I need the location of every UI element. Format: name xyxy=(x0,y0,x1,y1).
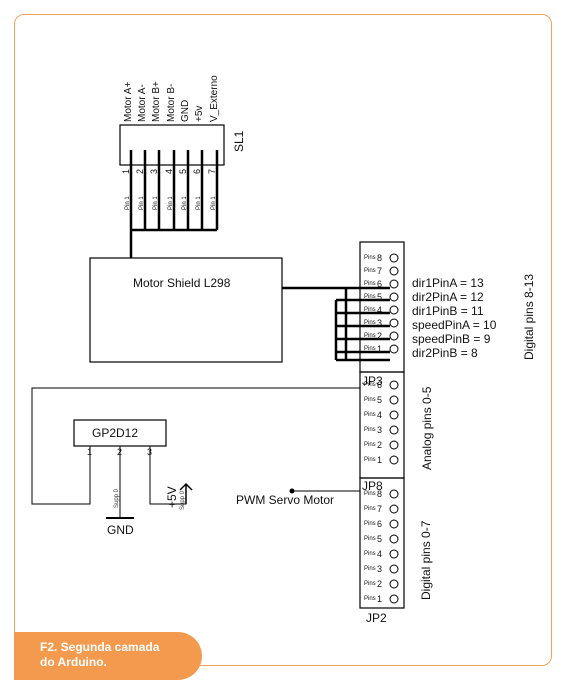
dl-small-8: Pins xyxy=(364,596,376,602)
dl-small-6: Pins xyxy=(364,566,376,572)
dh-small-7: Pins xyxy=(364,333,376,339)
dh-pin-8: 8 xyxy=(377,253,382,263)
an-pin-3: 3 xyxy=(377,425,382,435)
dh-pin-6: 6 xyxy=(377,279,382,289)
dl-pin-4: 4 xyxy=(377,549,382,559)
gnd-small: Supp 0 xyxy=(114,488,120,508)
dl-pin-2: 2 xyxy=(377,579,382,589)
assignment-speedpinb: speedPinB = 9 xyxy=(412,332,491,346)
dl-small-4: Pins xyxy=(364,536,376,542)
dh-pin-2: 2 xyxy=(377,331,382,341)
sl1-label: SL1 xyxy=(232,130,246,152)
dl-pin-5: 5 xyxy=(377,534,382,544)
dh-pin-5: 5 xyxy=(377,292,382,302)
an-pin-1: 1 xyxy=(377,455,382,465)
assignment-dir2pina: dir2PinA = 12 xyxy=(412,290,484,304)
sl1-signal-gnd: GND xyxy=(180,100,191,122)
dl-pin-1: 1 xyxy=(377,594,382,604)
digital-high-side-label: Digital pins 8-13 xyxy=(522,274,536,360)
assignment-dir1pinb: dir1PinB = 11 xyxy=(412,304,484,318)
dh-small-6: Pins xyxy=(364,320,376,326)
sl1-pin-small-5: Pin 1 xyxy=(182,196,188,210)
jp3-label: JP3 xyxy=(362,374,383,388)
an-small-6: Pins xyxy=(364,457,376,463)
dl-small-3: Pins xyxy=(364,521,376,527)
servo-label: PWM Servo Motor xyxy=(236,493,334,507)
dl-small-5: Pins xyxy=(364,551,376,557)
caption-line-1: F2. Segunda camada xyxy=(40,640,160,654)
sl1-connector xyxy=(119,124,225,166)
dl-pin-3: 3 xyxy=(377,564,382,574)
dh-small-3: Pins xyxy=(364,281,376,287)
sl1-signal-motor-b-plus: Motor B+ xyxy=(151,81,162,122)
dh-small-8: Pins xyxy=(364,346,376,352)
sl1-pin-1: 1 xyxy=(121,169,131,174)
an-small-3: Pins xyxy=(364,412,376,418)
dh-pin-4: 4 xyxy=(377,305,382,315)
dl-pin-8: 8 xyxy=(377,489,382,499)
dl-pin-7: 7 xyxy=(377,504,382,514)
dh-small-1: Pins xyxy=(364,255,376,261)
sl1-pin-2: 2 xyxy=(135,169,145,174)
jp2-label: JP2 xyxy=(366,611,387,625)
dh-small-5: Pins xyxy=(364,307,376,313)
an-pin-6: 6 xyxy=(377,380,382,390)
sl1-signal-5v: +5v xyxy=(194,106,205,122)
sl1-pin-6: 6 xyxy=(192,169,202,174)
jp8-label: JP8 xyxy=(362,479,383,493)
sl1-signal-motor-a-minus: Motor A- xyxy=(137,84,148,122)
an-pin-2: 2 xyxy=(377,440,382,450)
sl1-pin-small-7: Pin 1 xyxy=(211,196,217,210)
sl1-pin-4: 4 xyxy=(164,169,174,174)
an-pin-4: 4 xyxy=(377,410,382,420)
an-pin-5: 5 xyxy=(377,395,382,405)
vcc-small: Supp 0 xyxy=(180,490,186,510)
an-small-5: Pins xyxy=(364,442,376,448)
dh-small-4: Pins xyxy=(364,294,376,300)
sl1-pin-7: 7 xyxy=(207,169,217,174)
motor-shield-box xyxy=(89,257,283,363)
sl1-pin-3: 3 xyxy=(149,169,159,174)
sl1-pin-small-1: Pin 1 xyxy=(125,196,131,210)
gp2d12-pin-2: 2 xyxy=(117,447,122,457)
an-small-2: Pins xyxy=(364,397,376,403)
gp2d12-pin-1: 1 xyxy=(87,447,92,457)
figure-caption: F2. Segunda camada do Arduino. xyxy=(14,632,202,680)
an-small-4: Pins xyxy=(364,427,376,433)
dh-pin-1: 1 xyxy=(377,344,382,354)
sl1-pin-small-3: Pin 1 xyxy=(153,196,159,210)
motor-shield-label: Motor Shield L298 xyxy=(133,276,231,290)
sl1-signal-motor-b-minus: Motor B- xyxy=(166,84,177,122)
an-small-1: Pins xyxy=(364,382,376,388)
assignment-dir2pinb: dir2PinB = 8 xyxy=(412,346,478,360)
figure-frame xyxy=(14,14,552,666)
dl-pin-6: 6 xyxy=(377,519,382,529)
gnd-label: GND xyxy=(107,523,134,537)
sl1-signal-motor-a-plus: Motor A+ xyxy=(123,82,134,122)
gp2d12-pin-3: 3 xyxy=(147,447,152,457)
dl-small-1: Pins xyxy=(364,491,376,497)
assignment-dir1pina: dir1PinA = 13 xyxy=(412,276,484,290)
dl-small-2: Pins xyxy=(364,506,376,512)
caption-line-2: do Arduino. xyxy=(40,655,107,669)
sl1-pin-small-6: Pin 1 xyxy=(196,196,202,210)
dl-small-7: Pins xyxy=(364,581,376,587)
digital-low-header xyxy=(359,477,405,609)
vcc-label: +5V xyxy=(165,486,179,508)
gp2d12-label: GP2D12 xyxy=(92,426,138,440)
analog-side-label: Analog pins 0-5 xyxy=(420,386,434,470)
digital-low-side-label: Digital pins 0-7 xyxy=(419,520,433,600)
sl1-pin-small-2: Pin 1 xyxy=(139,196,145,210)
assignment-speedpina: speedPinA = 10 xyxy=(412,318,497,332)
sl1-pin-small-4: Pin 1 xyxy=(168,196,174,210)
dh-small-2: Pins xyxy=(364,268,376,274)
sl1-signal-v-externo: V_Externo xyxy=(209,75,220,122)
dh-pin-7: 7 xyxy=(377,266,382,276)
dh-pin-3: 3 xyxy=(377,318,382,328)
sl1-pin-5: 5 xyxy=(178,169,188,174)
